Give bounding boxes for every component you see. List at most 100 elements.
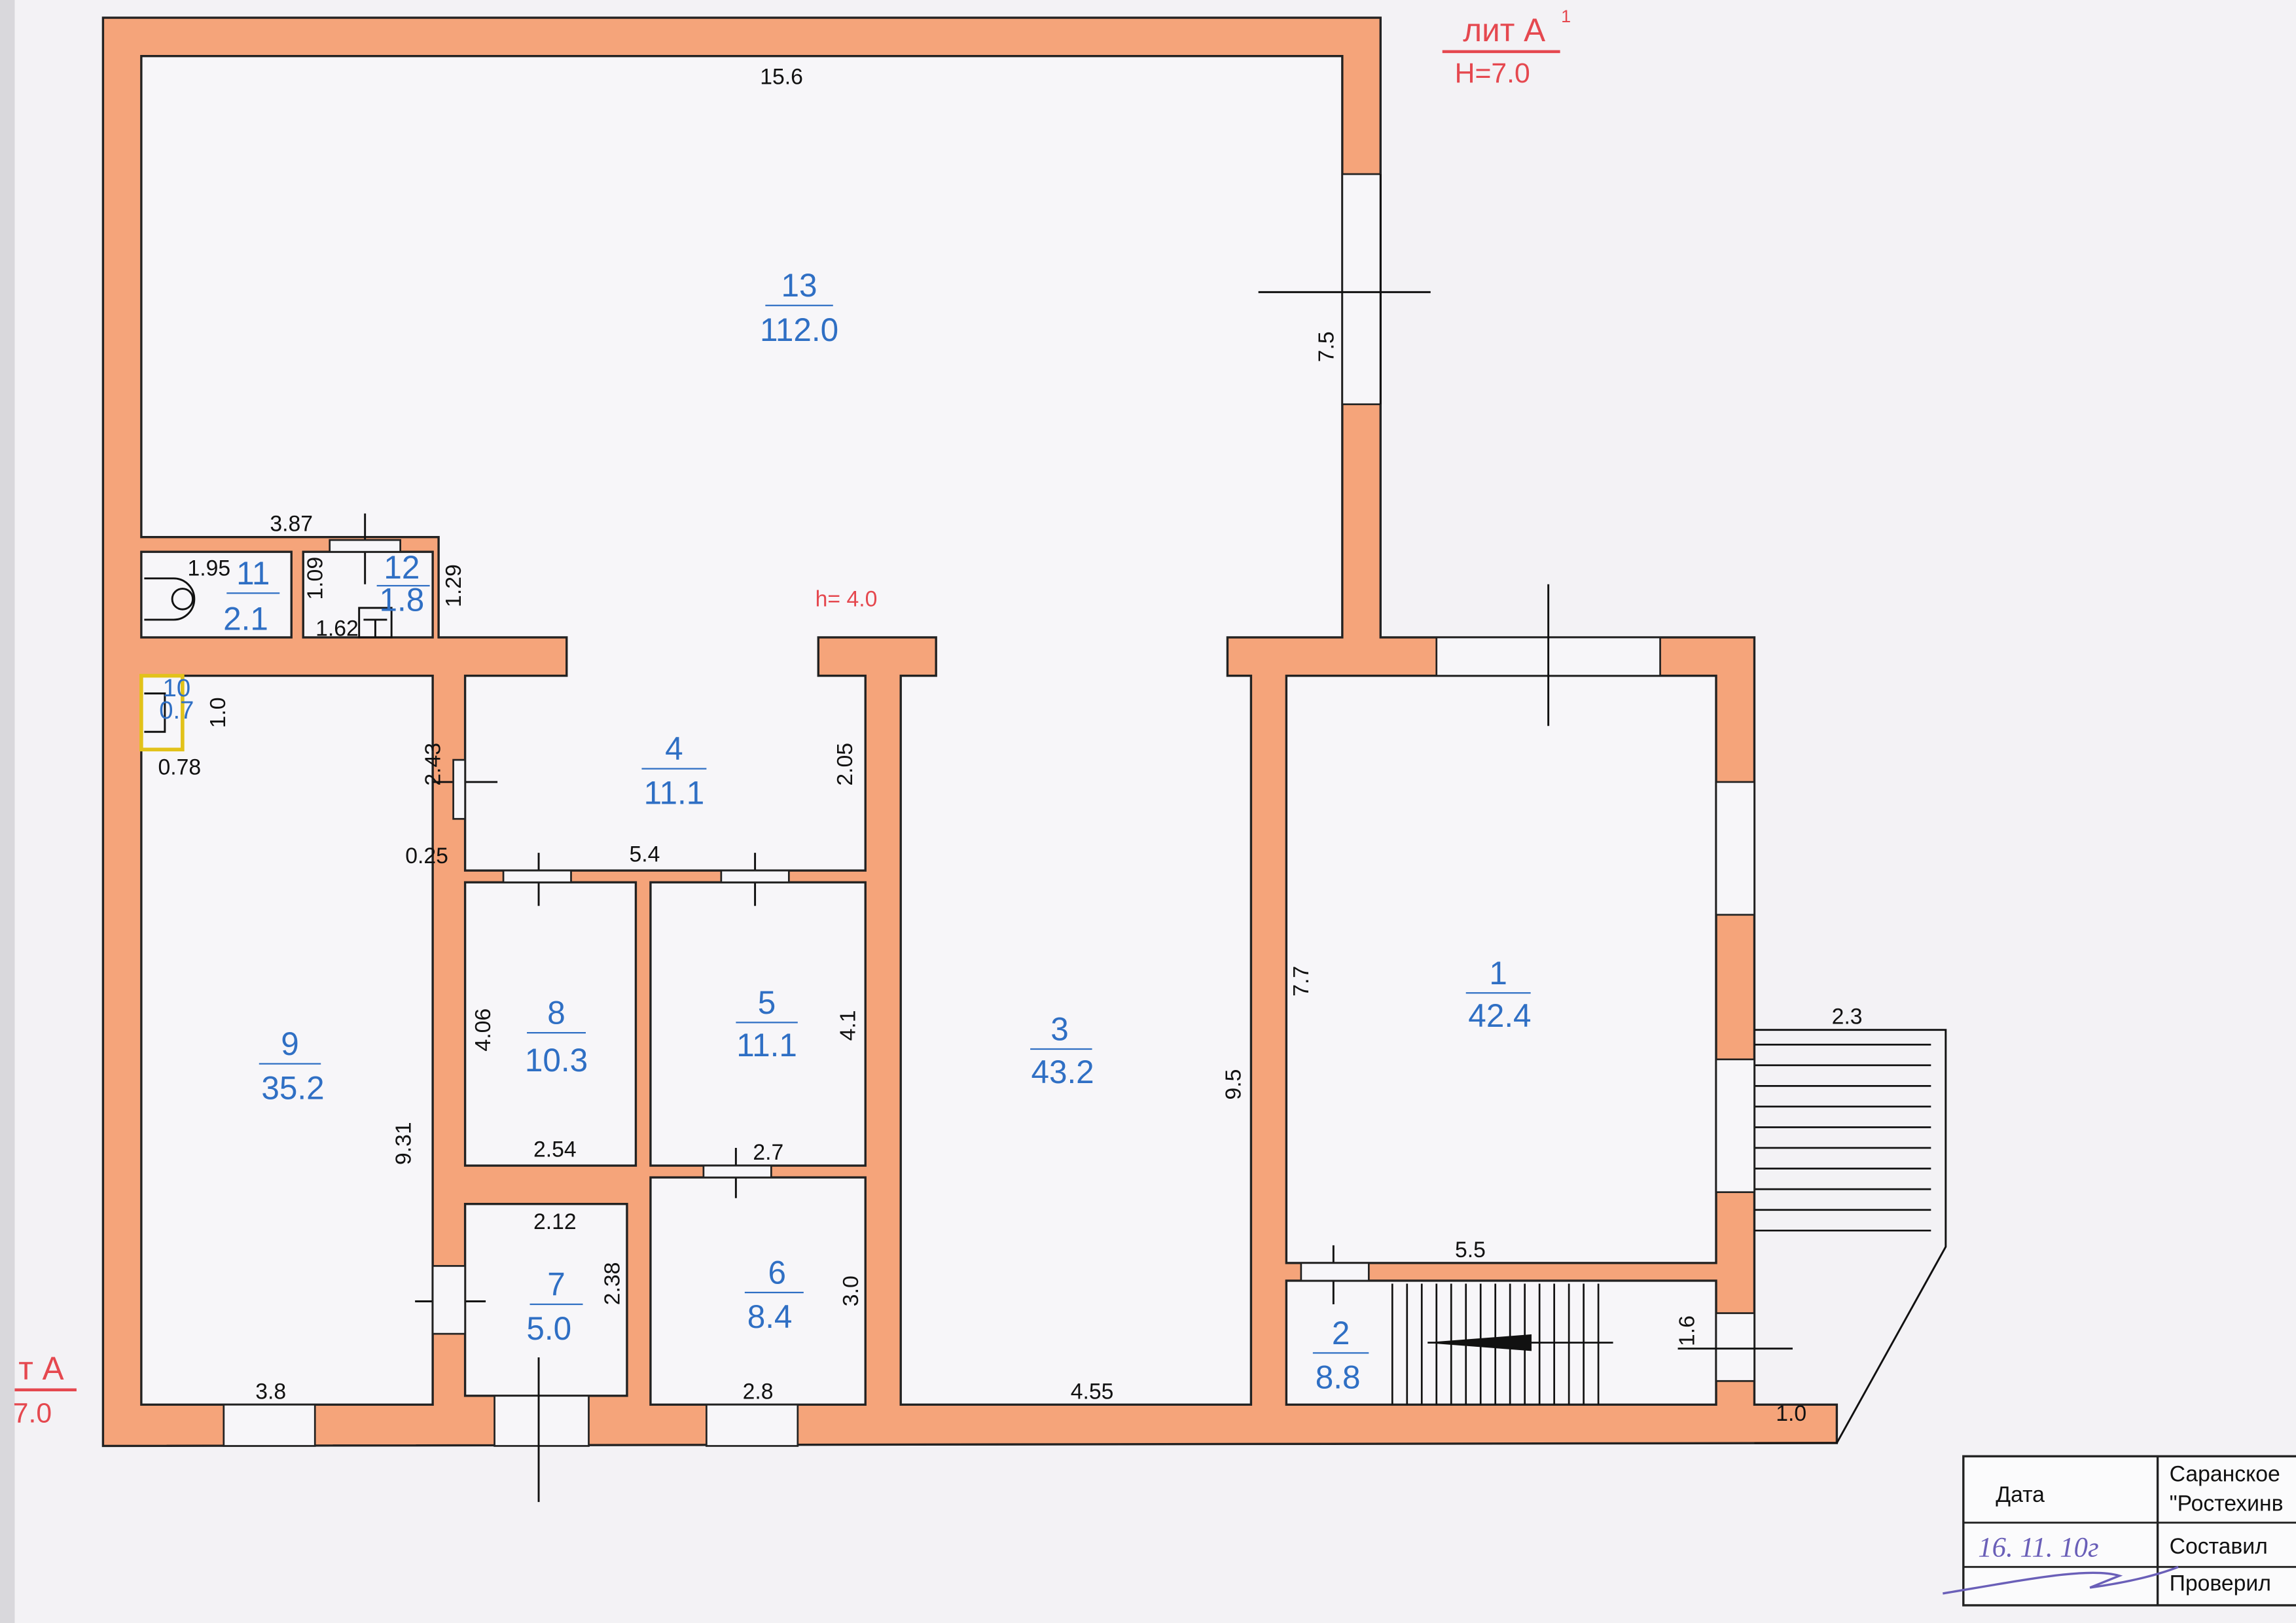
svg-text:1.29: 1.29 <box>441 564 466 607</box>
svg-text:12: 12 <box>384 550 420 586</box>
svg-text:2.8: 2.8 <box>743 1379 774 1404</box>
svg-text:112.0: 112.0 <box>760 312 838 348</box>
room-6 <box>649 1176 867 1406</box>
svg-text:35.2: 35.2 <box>261 1071 324 1107</box>
svg-text:0.7: 0.7 <box>159 696 194 724</box>
svg-text:9.5: 9.5 <box>1221 1069 1246 1100</box>
svg-text:7.7: 7.7 <box>1289 966 1314 997</box>
room-9 <box>140 674 434 1406</box>
svg-text:13: 13 <box>781 268 817 304</box>
svg-text:1.95: 1.95 <box>188 556 231 580</box>
svg-text:3.0: 3.0 <box>838 1275 863 1306</box>
svg-text:2.43: 2.43 <box>420 743 445 786</box>
svg-text:8: 8 <box>547 995 565 1031</box>
svg-text:1.0: 1.0 <box>1776 1401 1806 1426</box>
room-12 <box>302 550 434 639</box>
ceiling-height-label: h= 4.0 <box>816 587 878 612</box>
dimension-labels: 15.6 7.5 3.87 1.95 1.09 1.62 1.29 1.0 0.… <box>158 64 1863 1426</box>
svg-text:Н=7.0: Н=7.0 <box>1455 58 1530 89</box>
svg-text:8.8: 8.8 <box>1316 1359 1361 1395</box>
room-label-7: 75.0 <box>526 1266 583 1347</box>
room-label-9: 935.2 <box>259 1026 325 1107</box>
room-label-6: 68.4 <box>744 1255 804 1335</box>
room-label-5: 511.1 <box>736 985 798 1063</box>
svg-text:1.62: 1.62 <box>315 616 359 641</box>
svg-text:1.09: 1.09 <box>303 557 328 600</box>
signature <box>1943 1565 2179 1595</box>
svg-text:2.38: 2.38 <box>600 1262 625 1306</box>
svg-text:15.6: 15.6 <box>760 64 803 89</box>
svg-text:2.05: 2.05 <box>833 743 857 786</box>
svg-text:5: 5 <box>758 985 776 1021</box>
org-name-line2: "Ростехинв <box>2170 1491 2284 1516</box>
svg-text:7.0: 7.0 <box>13 1397 52 1429</box>
doors <box>329 174 1793 1503</box>
svg-text:5.0: 5.0 <box>526 1311 571 1347</box>
svg-text:10: 10 <box>163 674 191 702</box>
svg-text:1.8: 1.8 <box>380 582 425 618</box>
org-name-line1: Саранское <box>2170 1462 2280 1487</box>
interior-stairs <box>1391 1283 1613 1405</box>
svg-text:9: 9 <box>281 1026 299 1062</box>
porch-outline <box>1754 1029 1947 1444</box>
room-label-10: 100.7 <box>159 674 194 724</box>
svg-text:2.12: 2.12 <box>533 1209 577 1234</box>
room-label-4: 411.1 <box>641 731 707 812</box>
porch-stairs <box>1754 1043 1931 1232</box>
svg-text:2.54: 2.54 <box>533 1137 577 1162</box>
svg-text:42.4: 42.4 <box>1468 998 1531 1034</box>
svg-text:8.4: 8.4 <box>747 1299 793 1335</box>
room-label-12: 121.8 <box>376 550 430 618</box>
svg-text:5.4: 5.4 <box>629 842 660 867</box>
svg-text:7.5: 7.5 <box>1314 331 1338 362</box>
svg-text:11.1: 11.1 <box>736 1027 797 1063</box>
compiled-by-label: Составил <box>2170 1534 2268 1559</box>
svg-text:2.7: 2.7 <box>753 1140 783 1165</box>
svg-text:4.55: 4.55 <box>1071 1379 1114 1404</box>
svg-text:лит А: лит А <box>1463 12 1545 48</box>
scan-edge <box>0 0 15 1623</box>
svg-text:4.06: 4.06 <box>471 1008 495 1052</box>
room-1 <box>1285 674 1717 1264</box>
room-label-1: 142.4 <box>1465 955 1532 1034</box>
room-5 <box>649 881 867 1167</box>
svg-text:5.5: 5.5 <box>1455 1238 1486 1262</box>
svg-text:0.78: 0.78 <box>158 755 202 780</box>
toilet-fixtures <box>144 577 393 733</box>
date-value: 16. 11. 10г <box>1978 1532 2098 1563</box>
svg-text:3.87: 3.87 <box>270 512 313 537</box>
svg-text:7: 7 <box>547 1266 565 1302</box>
room-label-8: 810.3 <box>525 995 588 1079</box>
room-10 <box>139 673 185 752</box>
svg-text:3: 3 <box>1050 1011 1069 1047</box>
room-label-13: 13 112.0 <box>760 268 838 348</box>
svg-text:1: 1 <box>1561 7 1571 26</box>
svg-text:2: 2 <box>1332 1315 1350 1351</box>
svg-text:11: 11 <box>236 556 270 592</box>
svg-text:3.8: 3.8 <box>255 1379 286 1404</box>
title-block: Дата 16. 11. 10г Саранское "Ростехинв Со… <box>1943 1455 2296 1607</box>
svg-text:6: 6 <box>768 1255 787 1291</box>
svg-text:11.1: 11.1 <box>644 776 705 812</box>
svg-text:2.1: 2.1 <box>223 601 268 637</box>
checked-by-label: Проверил <box>2170 1571 2271 1596</box>
room-label-2: 28.8 <box>1312 1315 1369 1396</box>
lit-a1-label: лит А 1 Н=7.0 <box>1442 7 1571 89</box>
date-label: Дата <box>1996 1482 2045 1507</box>
lit-a-label: т А 7.0 <box>13 1351 77 1429</box>
room-label-3: 343.2 <box>1030 1011 1094 1090</box>
svg-text:1.6: 1.6 <box>1674 1315 1699 1346</box>
svg-text:43.2: 43.2 <box>1031 1054 1094 1090</box>
svg-text:0.25: 0.25 <box>405 844 448 868</box>
room-13-3 <box>140 54 1344 1406</box>
room-11 <box>140 550 293 639</box>
svg-text:т А: т А <box>18 1351 63 1387</box>
svg-text:4: 4 <box>665 731 683 767</box>
svg-text:4.1: 4.1 <box>836 1010 861 1041</box>
room-label-11: 112.1 <box>223 556 280 637</box>
svg-text:9.31: 9.31 <box>391 1122 416 1165</box>
svg-text:10.3: 10.3 <box>525 1043 588 1079</box>
svg-text:1: 1 <box>1489 955 1507 991</box>
